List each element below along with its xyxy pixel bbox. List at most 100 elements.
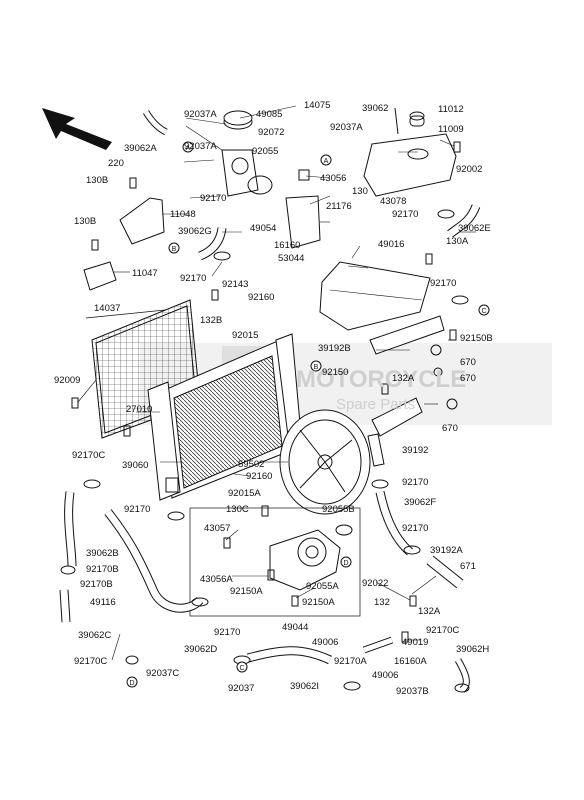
part-label: 49085	[256, 109, 283, 120]
part-label: 92170C	[74, 656, 108, 667]
part-label: 39062H	[456, 644, 490, 655]
part-label: 39062C	[78, 630, 112, 641]
part-label: 11012	[438, 104, 464, 115]
part-label: 92009	[54, 375, 81, 386]
part-label: 39062I	[290, 681, 320, 692]
part-label: 39062B	[86, 548, 119, 559]
part-label: 132A	[418, 606, 441, 617]
part-label: 92170	[180, 273, 207, 284]
part-label: 43056A	[200, 574, 233, 585]
part-label: 130B	[86, 175, 109, 186]
part-label: 92170	[200, 193, 227, 204]
part-label: 49016	[378, 239, 405, 250]
part-label: 130B	[74, 216, 97, 227]
part-label: 92150A	[302, 597, 335, 608]
part-label: 92170	[402, 477, 429, 488]
callout-letter: A	[324, 158, 329, 165]
part-label: 671	[460, 561, 476, 572]
part-label: 39062E	[458, 223, 491, 234]
part-label: 92055A	[306, 581, 339, 592]
part-label: 43056	[320, 173, 347, 184]
part-label: 49044	[282, 622, 309, 633]
part-label: 92055B	[322, 504, 355, 515]
part-label: 670	[460, 357, 476, 368]
front-direction-arrow-icon	[42, 108, 112, 150]
part-label: 92170B	[86, 564, 119, 575]
part-label: 39062F	[404, 497, 437, 508]
callout-letter: B	[314, 364, 319, 371]
part-label: 130C	[226, 504, 249, 515]
part-label: 92037C	[146, 668, 180, 679]
part-label: 11047	[132, 268, 158, 279]
part-label: 92015A	[228, 488, 261, 499]
watermark-text-line1: MOTORCYCLE	[296, 366, 467, 393]
part-label: 92160	[248, 292, 275, 303]
part-label: 92015	[232, 330, 259, 341]
callout-letter: C	[481, 308, 486, 315]
leader-lines	[77, 105, 476, 661]
callout-letter: D	[343, 560, 348, 567]
part-label: 92055	[252, 146, 279, 157]
part-label: 132A	[392, 373, 415, 384]
part-label: 130	[352, 186, 368, 197]
part-label: 92037A	[330, 122, 363, 133]
part-label: 49006	[312, 637, 339, 648]
part-label: 92150	[322, 367, 349, 378]
watermark-text-line2: Spare Parts	[336, 396, 416, 413]
part-label: 49006	[372, 670, 399, 681]
part-label: 92170B	[80, 579, 113, 590]
part-label: 92170C	[426, 625, 460, 636]
radiator-core-shape	[147, 333, 303, 501]
part-label: 92170	[392, 209, 419, 220]
part-label: 39062A	[124, 143, 157, 154]
part-label: 670	[442, 423, 458, 434]
part-label: 11009	[438, 124, 464, 135]
part-label: 16160	[274, 240, 301, 251]
part-label: 92150B	[460, 333, 493, 344]
callout-letter: D	[129, 680, 134, 687]
part-label: 92037A	[184, 109, 217, 120]
part-label: 59502	[238, 459, 265, 470]
part-label: 16160A	[394, 656, 427, 667]
part-label: 92002	[456, 164, 483, 175]
part-label: 39192B	[318, 343, 351, 354]
part-label: 92170	[124, 504, 151, 515]
water-pump-shape	[189, 507, 361, 617]
part-label: 53044	[278, 253, 305, 264]
part-label: 49019	[402, 637, 429, 648]
part-label: 39062	[362, 103, 389, 114]
part-label: 132	[374, 597, 390, 608]
part-label: 14075	[304, 100, 331, 111]
part-label: 92022	[362, 578, 389, 589]
part-label: 670	[460, 373, 476, 384]
part-label: 92170	[214, 627, 241, 638]
part-label: 220	[108, 158, 124, 169]
part-label: 43057	[204, 523, 231, 534]
part-label: 92150A	[230, 586, 263, 597]
part-label: 92170	[402, 523, 429, 534]
part-label: 92072	[258, 127, 285, 138]
part-label: 130A	[446, 236, 469, 247]
part-label: 39192	[402, 445, 429, 456]
callout-letter: B	[172, 246, 177, 253]
cooling-fan-shape	[279, 409, 371, 515]
part-label: 39062D	[184, 644, 218, 655]
part-label: 14037	[94, 303, 121, 314]
part-label: 92170C	[72, 450, 106, 461]
part-label: 43078	[380, 196, 407, 207]
part-label: 39192A	[430, 545, 463, 556]
line-art	[59, 105, 490, 693]
part-label: 92037	[228, 683, 255, 694]
bolt-set	[71, 141, 461, 643]
part-label: 49054	[250, 223, 277, 234]
callout-letter: A	[186, 145, 191, 152]
part-label: 27010	[126, 404, 153, 415]
part-label: 92143	[222, 279, 249, 290]
part-label: 11048	[170, 209, 196, 220]
part-label: 92170A	[334, 656, 367, 667]
callout-letters: A A B B C C D D	[129, 145, 486, 687]
part-label: 92037A	[184, 141, 217, 152]
callout-circles	[126, 141, 490, 688]
part-label: 21176	[326, 201, 352, 212]
